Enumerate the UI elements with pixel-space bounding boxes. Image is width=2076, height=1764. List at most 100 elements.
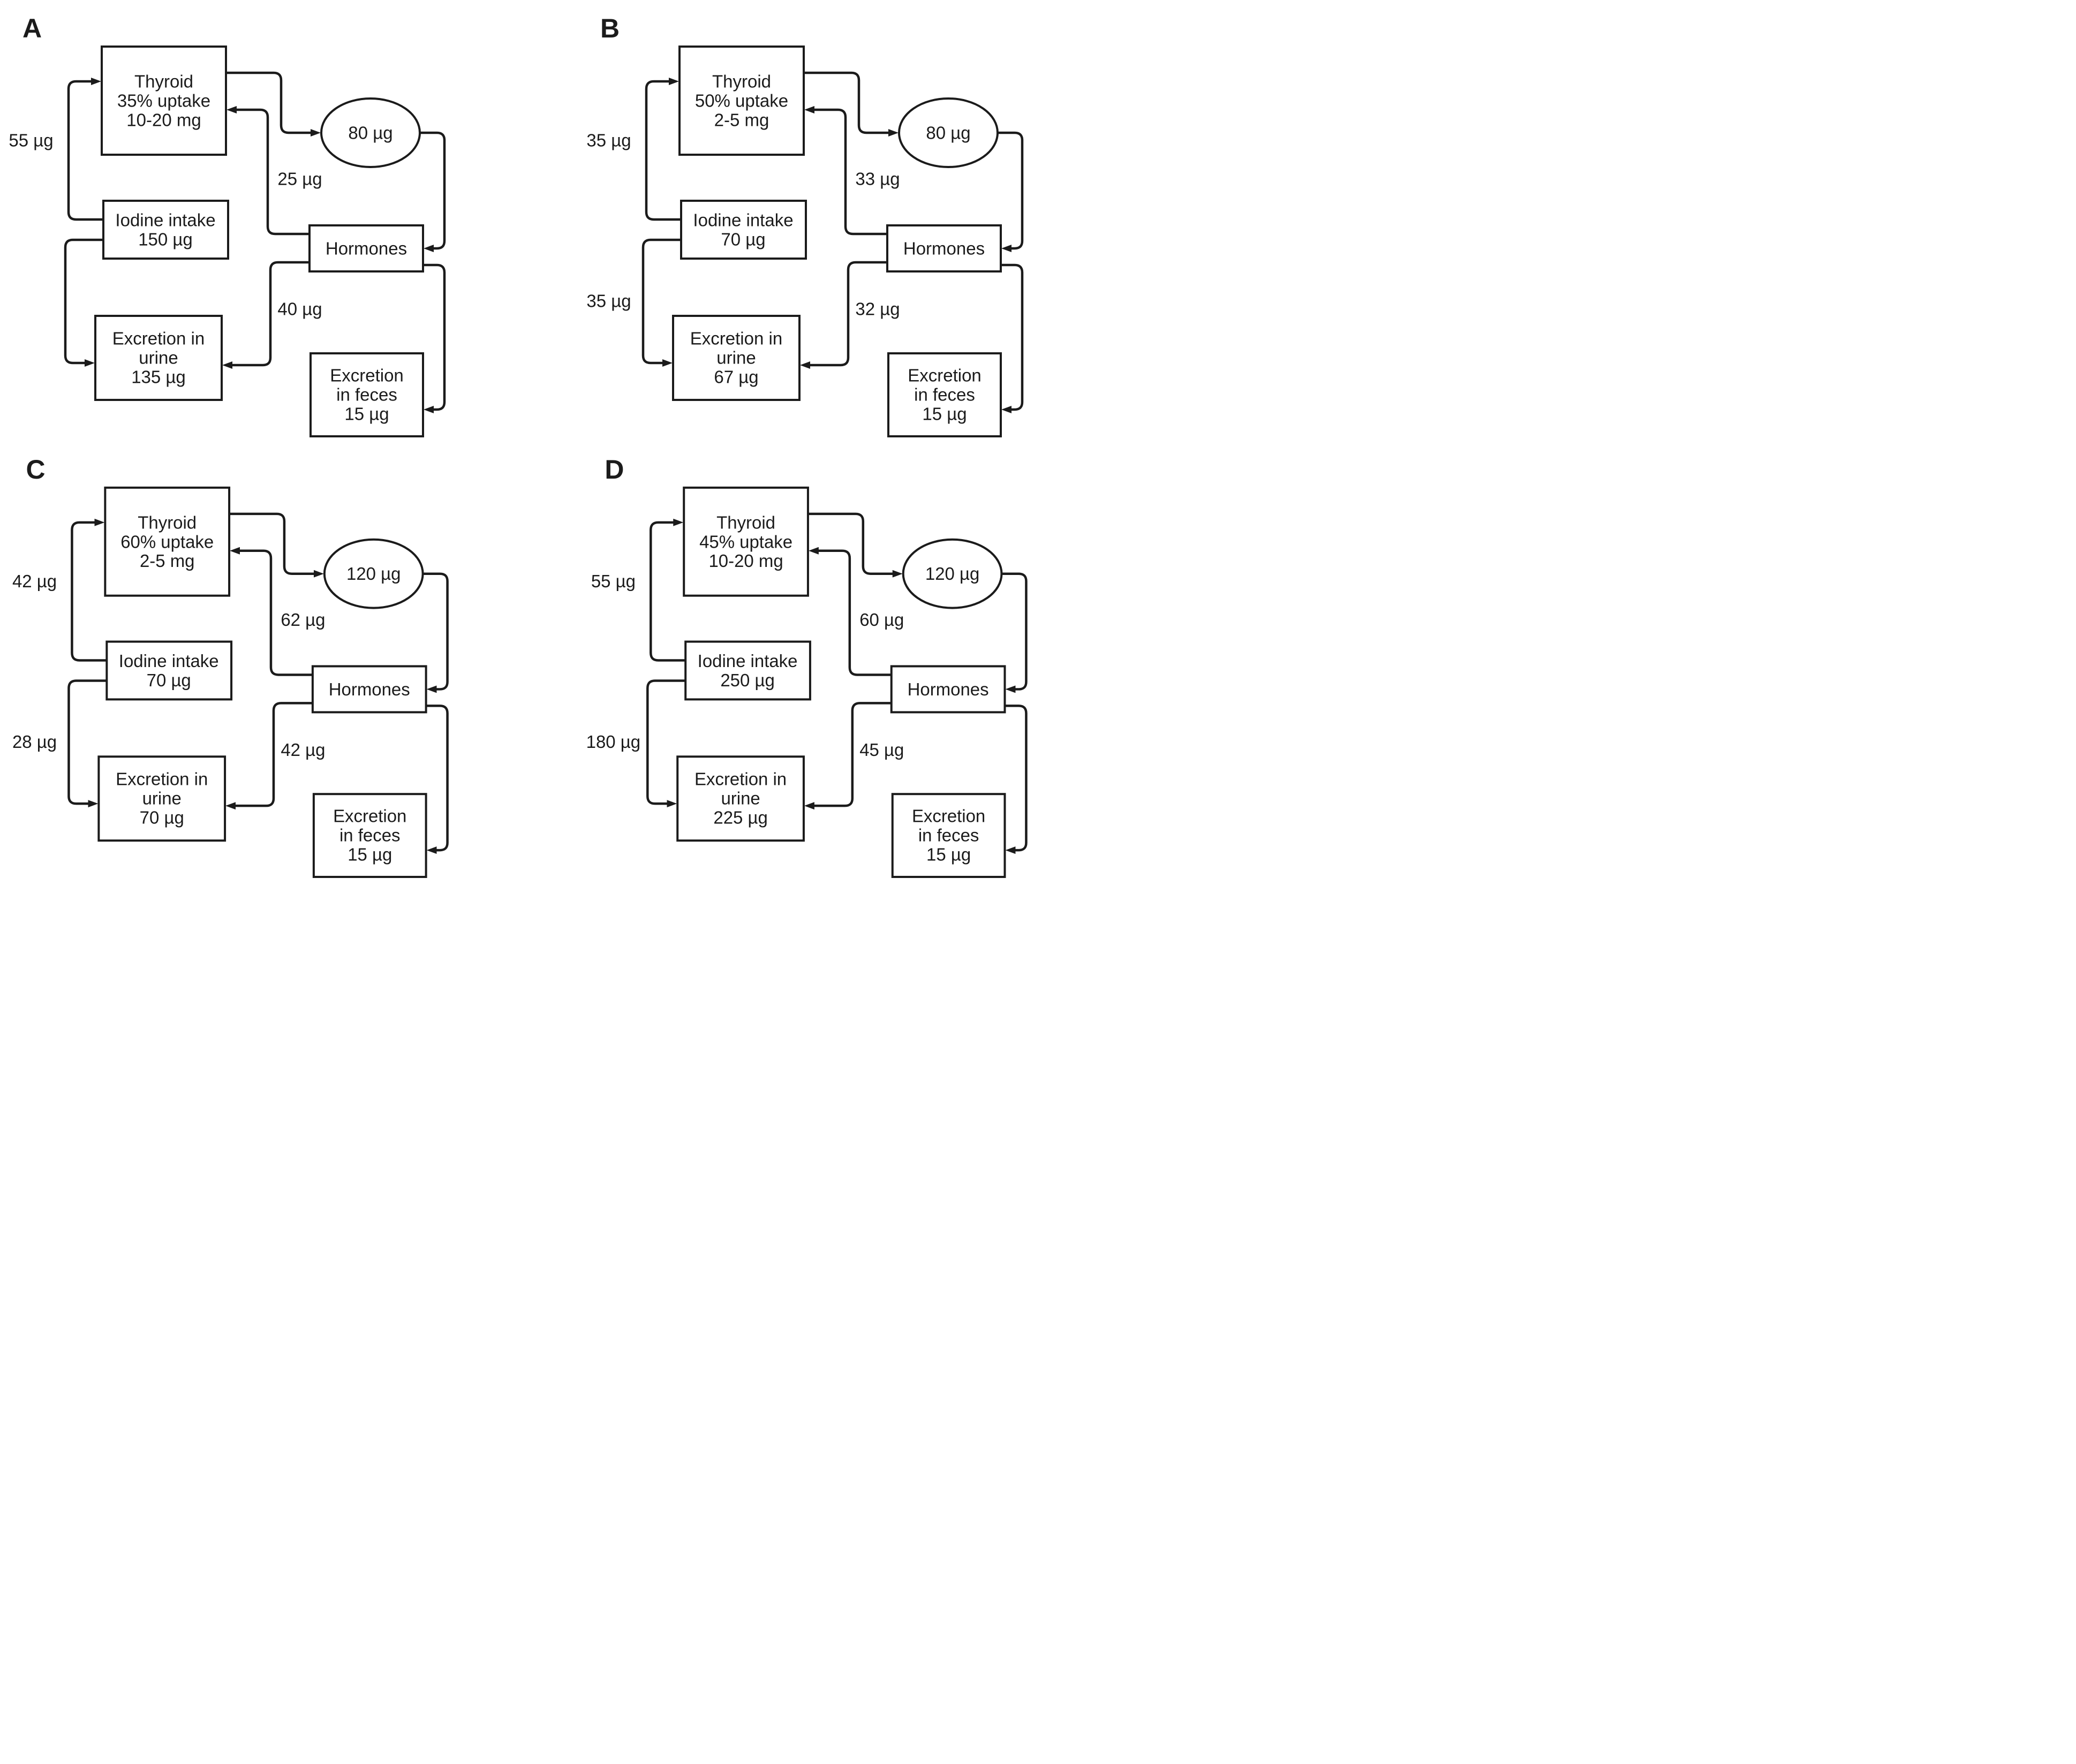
flow-arrow-intake-to-urine [64,238,105,367]
feces-label-line1: Excretion [912,806,985,826]
thyroid-label-line1: Thyroid [134,72,193,92]
urine-label-line3: 225 µg [713,808,767,828]
iodine-intake-label-line2: 250 µg [720,670,774,690]
flow-arrow-intake-to-thyroid [650,518,687,662]
feces-label-line2: in feces [918,826,979,845]
thyroid-label-line3: 2-5 mg [714,110,769,130]
flow-arrow-hormones-to-thyroid [230,547,314,676]
hormones-label: Hormones [908,679,989,699]
flow-label-hormones-to-urine: 45 µg [859,740,904,760]
flow-arrow-pool-to-hormones [421,572,449,693]
feces-label-line1: Excretion [908,366,982,385]
hormone-pool-ellipse [320,97,421,168]
flow-label-intake-to-thyroid: 55 µg [9,131,53,150]
urine-label-line1: Excretion in [116,769,208,789]
hormone-pool-value: 120 µg [925,564,979,584]
flow-arrow-intake-to-urine [641,238,683,367]
hormone-pool-ellipse [898,97,999,168]
flow-arrow-hormones-to-thyroid [227,106,311,236]
hormones-box [308,224,424,272]
iodine-intake-box [105,640,233,701]
iodine-intake-label-line2: 70 µg [721,230,765,249]
panel-letter: A [22,13,42,43]
feces-label-line3: 15 µg [922,404,967,424]
iodine-intake-label-line1: Iodine intake [698,651,798,671]
urine-label-line1: Excretion in [112,329,205,349]
hormones-label: Hormones [326,239,407,259]
urine-label-line3: 70 µg [140,808,184,828]
urine-label-line2: urine [142,789,182,808]
feces-label-line2: in feces [914,385,975,405]
flow-arrow-pool-to-hormones [996,131,1024,252]
flow-arrow-intake-to-thyroid [71,518,108,662]
iodine-metabolism-figure: A Thyroid 35% uptake 10-20 mg Iodine int… [0,0,1038,882]
flow-arrow-hormones-to-thyroid [804,106,889,236]
panel-letter: D [605,455,624,484]
urine-label-line2: urine [139,348,178,368]
thyroid-label-line2: 60% uptake [120,532,214,551]
urine-label-line1: Excretion in [694,769,787,789]
thyroid-box [683,486,809,597]
flow-label-hormones-to-urine: 42 µg [281,740,325,760]
flow-label-hormones-to-thyroid: 33 µg [855,169,900,189]
panel-b: B Thyroid 50% uptake 2-5 mg Iodine intak… [586,13,1024,437]
iodine-intake-label-line1: Iodine intake [115,210,215,230]
urine-label-line2: urine [716,348,756,368]
thyroid-box [101,46,227,156]
flow-label-hormones-to-urine: 32 µg [855,299,900,319]
iodine-intake-box [680,200,807,260]
panel-d: D Thyroid 45% uptake 10-20 mg Iodine int… [586,455,1028,879]
feces-label-line2: in feces [336,385,397,405]
iodine-intake-label-line2: 150 µg [138,230,193,249]
hormones-box [886,224,1002,272]
urine-excretion-box [676,755,805,842]
flow-arrow-thyroid-to-pool [806,512,903,578]
flow-label-intake-to-thyroid: 42 µg [12,571,57,591]
urine-label-line1: Excretion in [690,329,782,349]
feces-label-line3: 15 µg [348,845,392,865]
hormones-label: Hormones [903,239,985,259]
urine-label-line3: 67 µg [714,367,758,387]
panel-c: C Thyroid 60% uptake 2-5 mg Iodine intak… [12,455,449,879]
flow-arrow-hormones-to-feces [421,263,446,413]
thyroid-label-line3: 10-20 mg [708,551,783,571]
flow-label-intake-to-thyroid: 35 µg [586,131,631,150]
flow-label-hormones-to-urine: 40 µg [277,299,322,319]
thyroid-label-line2: 35% uptake [117,91,210,111]
urine-label-line3: 135 µg [131,367,186,387]
thyroid-box [678,46,805,156]
thyroid-label-line1: Thyroid [712,72,771,92]
flow-arrow-hormones-to-urine [800,261,889,369]
thyroid-box [104,486,231,597]
flow-arrow-hormones-to-thyroid [808,547,893,676]
thyroid-label-line2: 50% uptake [695,91,788,111]
flow-label-intake-to-urine: 180 µg [586,732,640,752]
flow-arrow-intake-to-thyroid [67,78,105,221]
hormone-pool-ellipse [902,538,1003,609]
panel-letter: B [600,13,620,43]
feces-label-line1: Excretion [330,366,404,385]
flow-label-hormones-to-thyroid: 62 µg [281,610,325,630]
panel-letter: C [26,455,46,484]
feces-excretion-box [309,352,424,437]
flow-label-intake-to-urine: 35 µg [586,291,631,311]
flow-label-intake-to-urine: 28 µg [12,732,57,752]
flow-arrow-hormones-to-feces [425,705,449,854]
flow-arrow-hormones-to-urine [804,702,893,810]
feces-excretion-box [312,793,427,879]
thyroid-label-line2: 45% uptake [699,532,792,551]
hormone-pool-value: 120 µg [346,564,401,584]
urine-excretion-box [97,755,227,842]
thyroid-label-line1: Thyroid [716,512,775,532]
iodine-intake-box [684,640,811,701]
hormone-pool-value: 80 µg [926,123,970,143]
urine-excretion-box [94,315,223,401]
flow-arrow-thyroid-to-pool [802,71,899,137]
iodine-intake-label-line1: Iodine intake [119,651,219,671]
hormones-box [311,665,427,714]
panel-a: A Thyroid 35% uptake 10-20 mg Iodine int… [9,13,446,437]
flow-arrow-hormones-to-urine [225,702,314,810]
thyroid-label-line3: 2-5 mg [140,551,195,571]
flow-arrow-intake-to-thyroid [645,78,683,221]
iodine-intake-label-line1: Iodine intake [693,210,793,230]
